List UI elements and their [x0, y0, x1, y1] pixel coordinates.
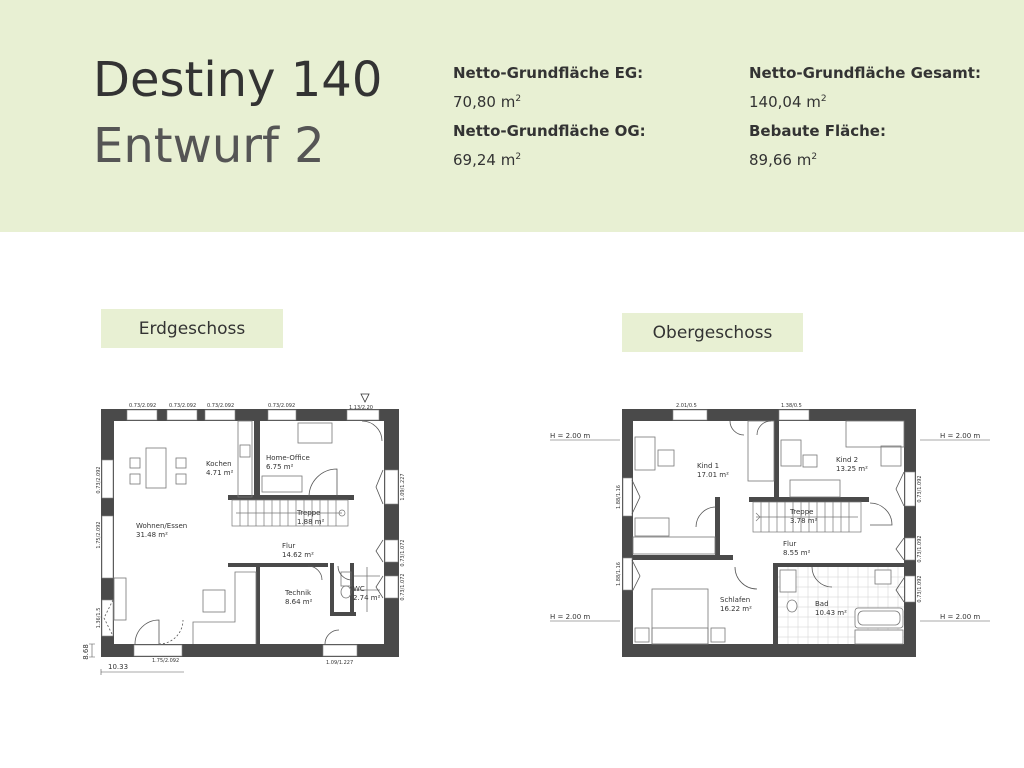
- eg-room-labels: Kochen 4.71 m² Home-Office 6.75 m² Wohne…: [136, 454, 381, 606]
- room-area: 8.55 m²: [783, 549, 811, 557]
- eg-interior-walls: [228, 421, 356, 644]
- room-area: 17.01 m²: [697, 471, 729, 479]
- stat-eg-label: Netto-Grundfläche EG:: [453, 64, 644, 82]
- room-name: WC: [353, 585, 365, 593]
- room-area: 4.71 m²: [206, 469, 234, 477]
- dimension-label: 0.73/1.092: [917, 575, 923, 602]
- header-band: Destiny 140 Entwurf 2 Netto-Grundfläche …: [0, 0, 1024, 232]
- og-bad-tiles: [778, 567, 904, 644]
- eg-stairs: [231, 499, 349, 527]
- room-name: Flur: [783, 540, 796, 548]
- room-name: Wohnen/Essen: [136, 522, 187, 530]
- dimension-label: 2.01/0.5: [676, 403, 697, 409]
- eg-kitchen-counter: [237, 420, 253, 498]
- eg-window-openings: [101, 409, 399, 657]
- dimension-label: 0.73/1.072: [400, 539, 406, 566]
- dimension-label: 1.88/1.16: [616, 562, 622, 586]
- eg-office-furniture: [261, 422, 333, 493]
- dimension-label: 0.73/2.092: [96, 466, 102, 493]
- og-interior-walls: [633, 421, 904, 644]
- house-title: Destiny 140: [93, 52, 383, 108]
- room-name: Schlafen: [720, 596, 750, 604]
- eg-dimension-lines: [89, 643, 184, 675]
- dimension-label: 0.73/2.092: [129, 403, 156, 409]
- dimension-label: 1.36/1.5: [96, 608, 102, 629]
- room-area: 16.22 m²: [720, 605, 752, 613]
- og-stairs: [752, 501, 862, 533]
- dimension-label: 1.75/2.092: [152, 658, 179, 664]
- eg-wc-fixtures: [340, 567, 380, 612]
- dimension-label: 0.73/1.072: [400, 573, 406, 600]
- eg-door-swings: [103, 420, 384, 645]
- room-name: Technik: [284, 589, 312, 597]
- section-tab-obergeschoss[interactable]: Obergeschoss: [622, 313, 803, 352]
- room-area: 14.62 m²: [282, 551, 314, 559]
- dimension-label: 0.73/1.092: [917, 535, 923, 562]
- height-label: H = 2.00 m: [550, 613, 590, 621]
- stat-og-value: 69,24 m2: [453, 151, 522, 169]
- stat-built-label: Bebaute Fläche:: [749, 122, 886, 140]
- room-name: Bad: [815, 600, 829, 608]
- room-area: 31.48 m²: [136, 531, 168, 539]
- og-plan: Kind 1 17.01 m² Kind 2 13.25 m² Treppe 3…: [550, 403, 990, 657]
- og-dimension-labels: 2.01/0.5 1.38/0.5 1.88/1.16 1.88/1.16 0.…: [616, 403, 923, 603]
- dimension-label: 0.73/2.092: [207, 403, 234, 409]
- dimension-label: 1.75/2.092: [96, 521, 102, 548]
- og-window-openings: [622, 409, 916, 603]
- dimension-label: 1.13/2.20: [349, 405, 373, 411]
- room-area: 3.78 m²: [790, 517, 818, 525]
- room-area: 10.43 m²: [815, 609, 847, 617]
- og-room-labels: Kind 1 17.01 m² Kind 2 13.25 m² Treppe 3…: [697, 456, 868, 617]
- room-name: Flur: [282, 542, 295, 550]
- og-schlafen-furniture: [634, 588, 726, 645]
- room-name: Home-Office: [266, 454, 310, 462]
- design-subtitle: Entwurf 2: [93, 118, 325, 174]
- dimension-label: 1.38/0.5: [781, 403, 802, 409]
- height-label: H = 2.00 m: [550, 432, 590, 440]
- eg-living-furniture: [113, 571, 257, 644]
- eg-dining-set: [129, 447, 187, 489]
- dimension-label: 0.73/1.092: [917, 475, 923, 502]
- entrance-arrow-icon: [360, 393, 370, 403]
- eg-plan: Kochen 4.71 m² Home-Office 6.75 m² Wohne…: [82, 393, 406, 675]
- depth-dimension: 8.68: [82, 644, 90, 660]
- og-door-swings: [631, 420, 905, 603]
- height-label: H = 2.00 m: [940, 613, 980, 621]
- room-name: Treppe: [789, 508, 813, 516]
- stat-og-label: Netto-Grundfläche OG:: [453, 122, 646, 140]
- dimension-label: 0.73/2.092: [268, 403, 295, 409]
- og-height-labels: H = 2.00 m H = 2.00 m H = 2.00 m H = 2.0…: [550, 432, 980, 621]
- dimension-label: 1.88/1.16: [616, 485, 622, 509]
- height-label: H = 2.00 m: [940, 432, 980, 440]
- stat-eg-value: 70,80 m2: [453, 93, 522, 111]
- og-kind1-furniture: [632, 420, 775, 555]
- room-area: 8.64 m²: [285, 598, 313, 606]
- dimension-label: 1.09/1.227: [400, 473, 406, 500]
- room-area: 6.75 m²: [266, 463, 294, 471]
- room-name: Kind 1: [697, 462, 719, 470]
- room-name: Treppe: [296, 509, 320, 517]
- section-tab-erdgeschoss[interactable]: Erdgeschoss: [101, 309, 283, 348]
- stat-total-value: 140,04 m2: [749, 93, 827, 111]
- width-dimension: 10.33: [108, 663, 128, 671]
- dimension-label: 0.73/2.092: [169, 403, 196, 409]
- room-area: 2.74 m²: [353, 594, 381, 602]
- room-name: Kind 2: [836, 456, 858, 464]
- room-area: 13.25 m²: [836, 465, 868, 473]
- room-name: Kochen: [206, 460, 232, 468]
- og-bad-fixtures: [779, 569, 904, 645]
- og-kind2-furniture: [780, 420, 905, 498]
- stat-total-label: Netto-Grundfläche Gesamt:: [749, 64, 981, 82]
- og-height-lines: [550, 439, 990, 622]
- dimension-label: 1.09/1.227: [326, 660, 353, 666]
- eg-dimension-labels: 0.73/2.092 0.73/2.092 0.73/2.092 0.73/2.…: [96, 403, 406, 666]
- stat-built-value: 89,66 m2: [749, 151, 818, 169]
- room-area: 1.88 m²: [297, 518, 325, 526]
